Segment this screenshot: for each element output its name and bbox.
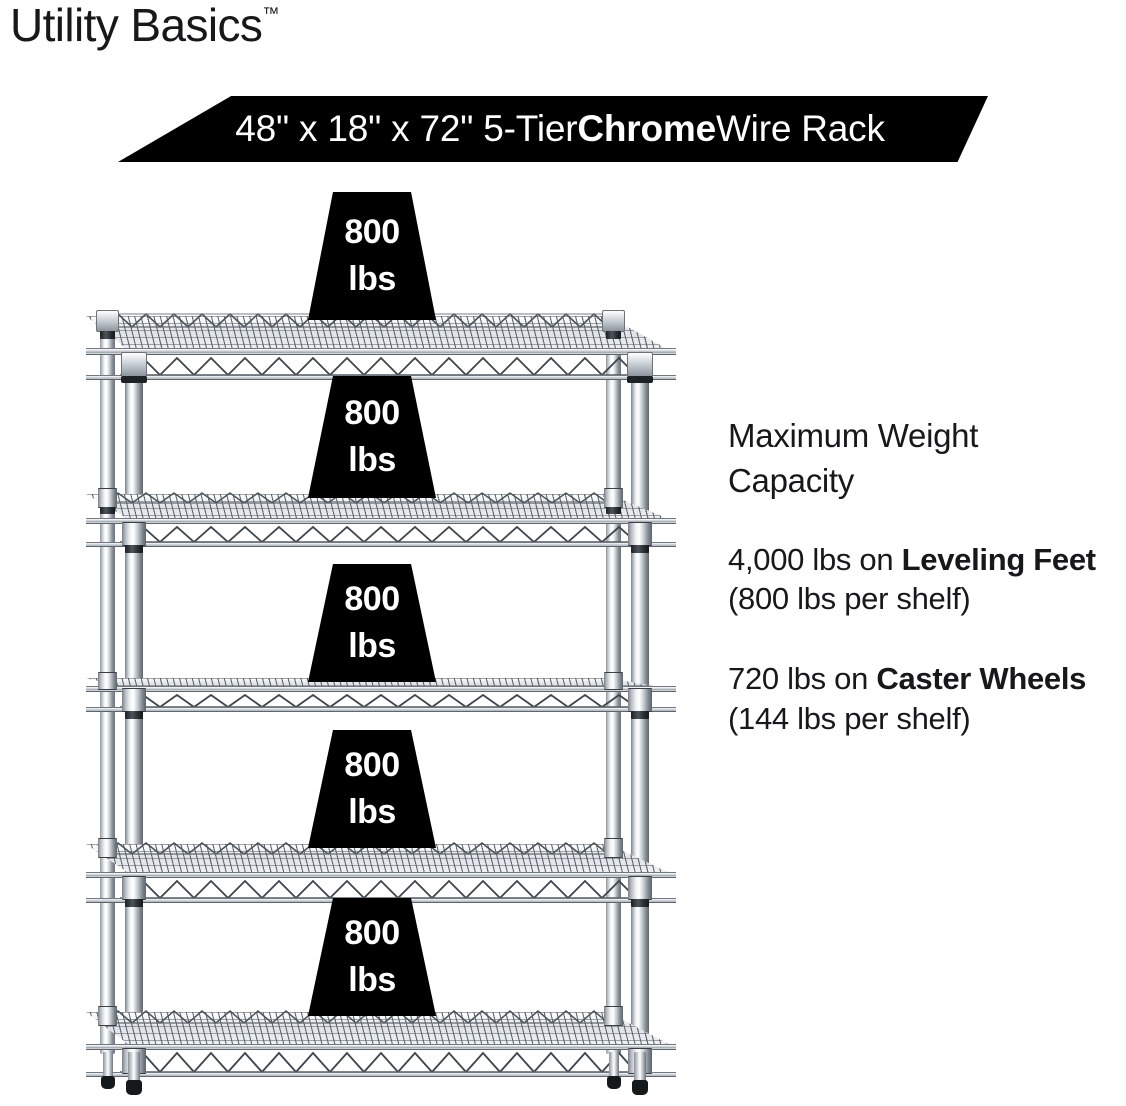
shelf-1-clip-front-left [121,376,147,383]
trademark-symbol: ™ [262,4,280,23]
shelf-4-collar-front-right [628,876,652,900]
weight-badge-5-number: 800 [344,914,400,953]
shelf-2-post-band-front-right [631,545,649,553]
shelf-4-collar-front-left [122,876,146,900]
leveling-foot-stem-back-left [103,1052,113,1078]
shelf-2-collar-back-right [604,488,623,508]
shelf-5-front-truss [86,1050,676,1074]
title-text-highlight: Chrome [577,108,716,149]
leveling-foot-stem-back-right [609,1052,619,1078]
spec-item-caster-wheels: 720 lbs on Caster Wheels (144 lbs per sh… [728,659,1106,738]
leveling-foot-cap-front-left [126,1080,142,1095]
weight-badge-shelf-3: 800 lbs [308,564,436,682]
weight-badge-shelf-5: 800 lbs [308,898,436,1016]
leveling-foot-cap-back-right [607,1076,621,1089]
shelf-5-deck-runners [86,1012,676,1048]
shelf-2-front-truss [86,524,676,544]
shelf-2-front-rail-bottom [86,542,676,547]
shelf-3-collar-front-left [122,688,146,712]
shelf-1-post-band-back-right [606,331,621,339]
shelf-4-front-rail-top [86,872,676,878]
shelf-2 [86,488,676,553]
shelf-3-collar-back-right [604,672,623,690]
shelf-1-post-band-back-left [100,331,115,339]
shelf-3 [86,672,676,720]
shelf-5-front-rail-top [86,1044,676,1050]
shelf-5-collar-back-left [98,1006,117,1026]
shelf-1-bracket-front-left [121,352,147,377]
shelf-2-post-band-back-right [606,507,621,514]
shelf-4-deck-runners [86,844,676,876]
shelf-2-post-band-front-left [125,545,143,553]
shelf-4-collar-back-right [604,838,623,858]
spec-2-bold: Caster Wheels [876,661,1087,697]
shelf-5-front-rail-bottom [86,1072,676,1077]
weight-badge-shelf-1: 800 lbs [308,192,436,320]
shelf-1-clip-front-right [627,376,653,383]
shelf-4-post-band-front-left [125,899,143,907]
shelf-3-collar-front-right [628,688,652,712]
shelf-2-front-rail-top [86,518,676,524]
shelf-3-front-rail-top [86,686,676,692]
brand-name-text: Utility Basics [10,0,263,51]
weight-badge-3-unit: lbs [348,627,396,665]
shelf-4-collar-back-left [98,838,117,858]
leveling-foot-stem-front-right [634,1052,646,1082]
shelf-1-bracket-back-left [96,310,119,332]
shelf-3-front-rail-bottom [86,707,676,712]
shelf-4-rear-truss [86,841,676,855]
shelf-1-deck-runners [86,316,676,354]
leveling-foot-stem-front-left [128,1052,140,1082]
shelf-5-collar-back-right [604,1006,623,1026]
shelf-3-post-band-front-right [631,711,649,719]
title-text-before: 48" x 18" x 72" 5-Tier [235,108,578,149]
shelf-1-bracket-front-right [627,352,653,377]
weight-badge-1-unit: lbs [348,260,396,298]
spec-2-tail: (144 lbs per shelf) [728,700,971,736]
weight-badge-4-number: 800 [344,746,400,785]
weight-badge-shelf-2: 800 lbs [308,376,436,498]
spec-heading: Maximum Weight Capacity [728,417,979,499]
shelf-1 [86,308,676,384]
leveling-foot-cap-back-left [101,1076,115,1089]
weight-badge-2-number: 800 [344,394,400,433]
spec-1-tail: (800 lbs per shelf) [728,581,971,617]
spec-item-leveling-feet: 4,000 lbs on Leveling Feet (800 lbs per … [728,540,1106,619]
shelf-1-front-truss [86,355,676,377]
shelf-1-bracket-back-right [602,310,625,332]
shelf-5-rear-truss [86,1009,676,1024]
title-banner: 48" x 18" x 72" 5-Tier Chrome Wire Rack [118,96,988,162]
shelf-2-post-band-back-left [100,507,115,514]
shelf-3-collar-back-left [98,672,117,690]
shelf-5 [86,1006,676,1080]
weight-badge-1-number: 800 [344,213,400,252]
weight-badge-2-unit: lbs [348,441,396,479]
weight-badge-3-number: 800 [344,580,400,619]
shelf-1-front-rail-top [86,348,676,355]
brand-name: Utility Basics™ [10,2,279,48]
spec-1-bold: Leveling Feet [901,541,1097,577]
shelf-4 [86,838,676,907]
title-banner-shape [118,96,988,162]
shelf-2-collar-back-left [98,488,117,508]
shelf-2-deck-runners [86,494,676,522]
shelf-3-post-band-front-left [125,711,143,719]
title-banner-text: 48" x 18" x 72" 5-Tier Chrome Wire Rack [118,96,988,162]
weight-badge-shelf-4: 800 lbs [308,730,436,848]
shelf-4-front-truss [86,878,676,900]
spec-1-lead: 4,000 lbs on [728,541,902,577]
spec-2-lead: 720 lbs on [728,661,877,697]
weight-badge-5-unit: lbs [348,961,396,999]
leveling-foot-cap-front-right [632,1080,648,1095]
title-text-after: Wire Rack [715,108,885,149]
shelf-2-collar-front-right [628,522,652,546]
weight-badge-4-unit: lbs [348,793,396,831]
shelf-4-post-band-front-right [631,899,649,907]
wire-rack-illustration: 800 lbs 800 lbs 800 lbs 800 lbs 800 lbs [86,190,676,1106]
spec-copy-block: Maximum Weight Capacity 4,000 lbs on Lev… [728,414,1106,738]
shelf-2-rear-truss [86,491,676,504]
shelf-2-collar-front-left [122,522,146,546]
